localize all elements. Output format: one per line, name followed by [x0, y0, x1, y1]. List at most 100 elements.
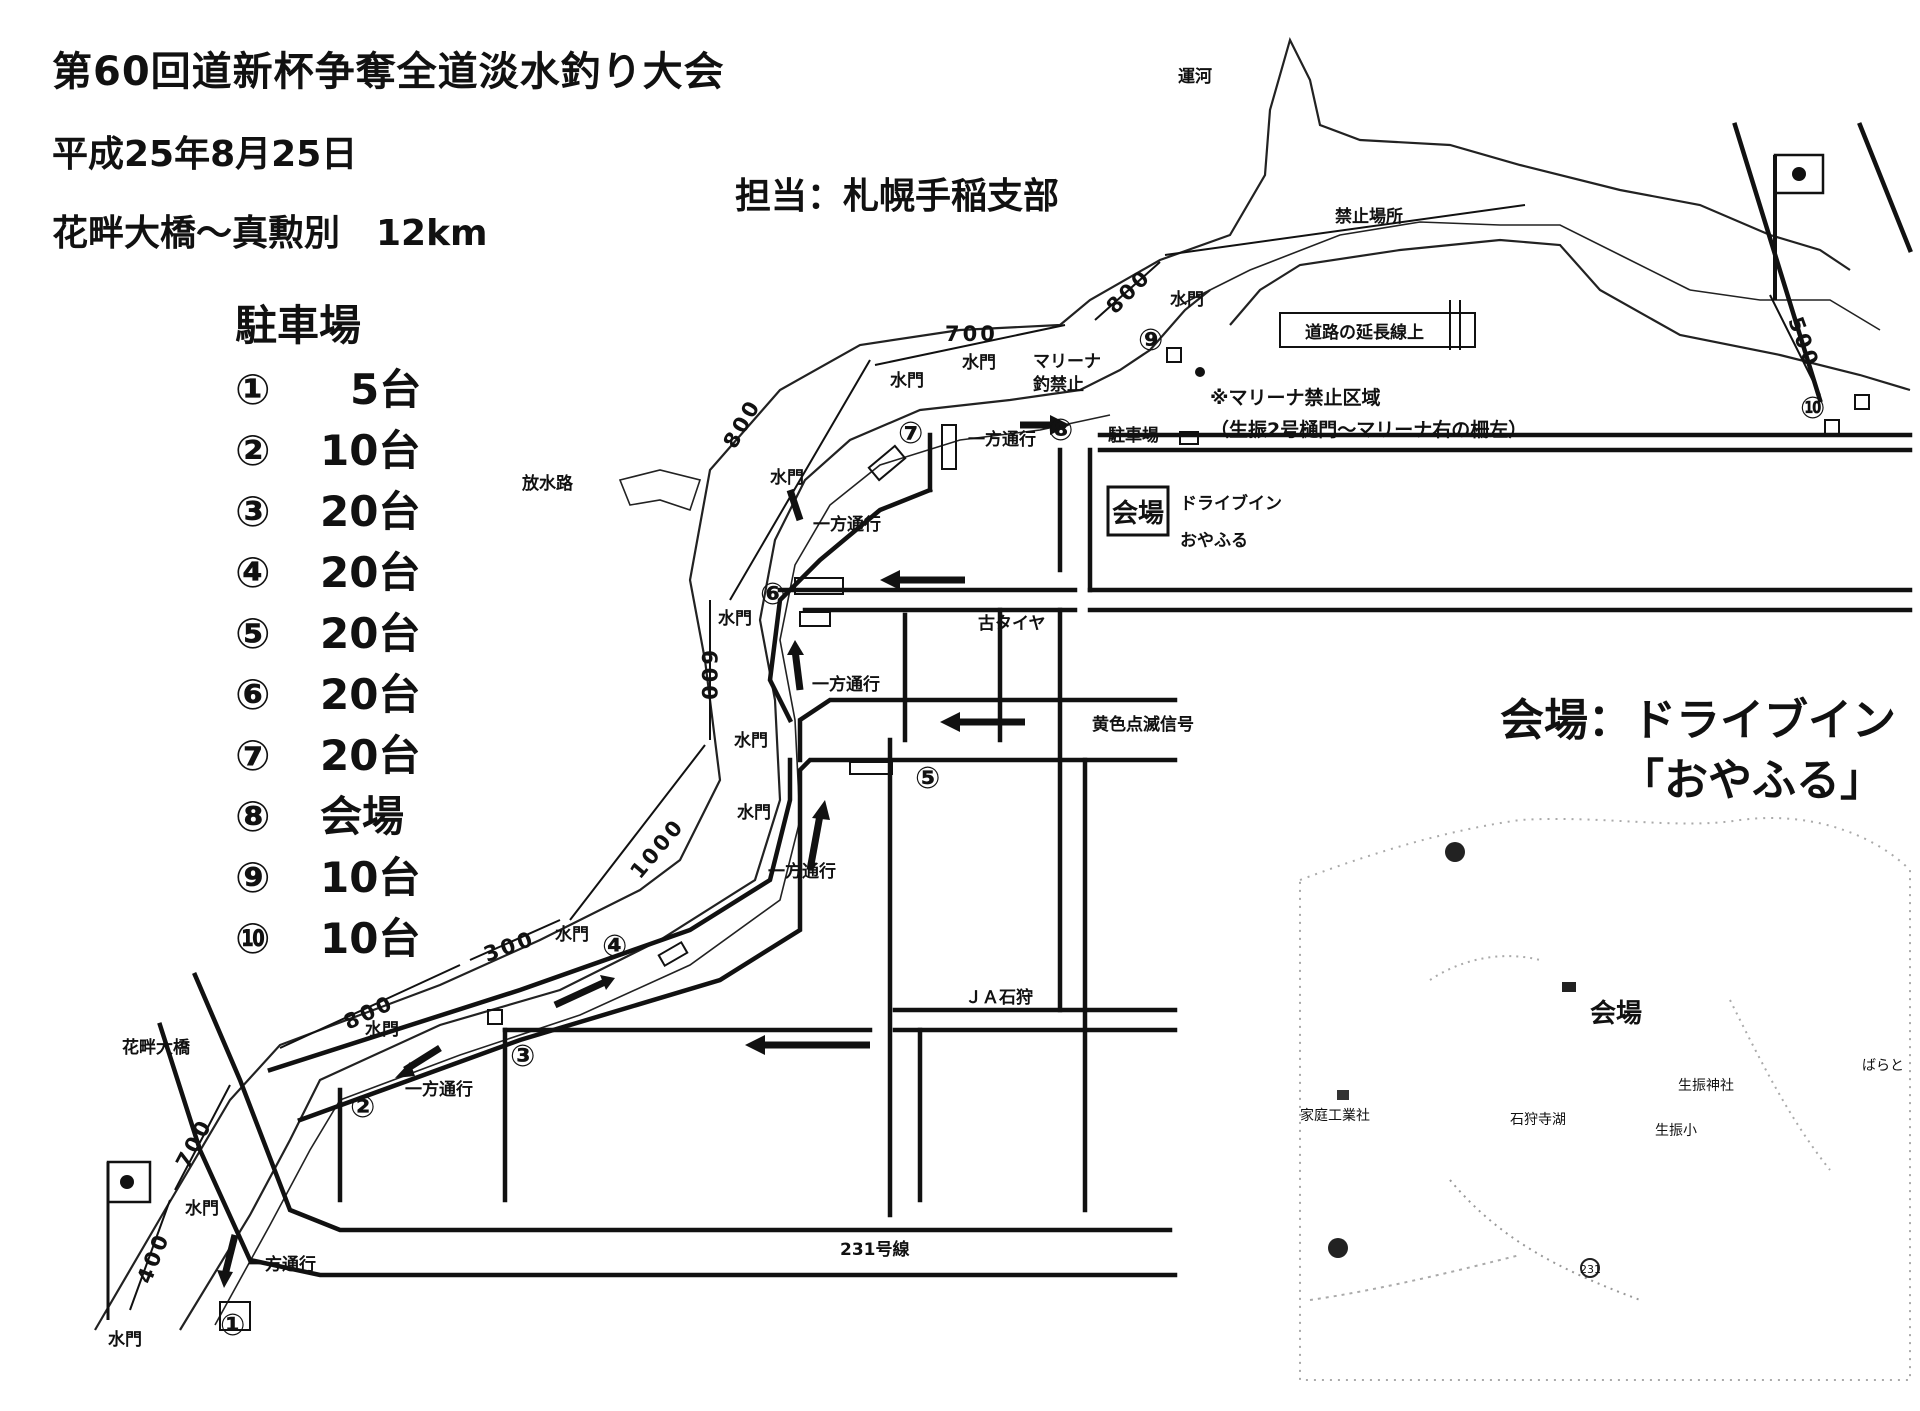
parking-row-7: ⑦ 20台: [235, 731, 420, 780]
inset-terrain: [1299, 817, 1911, 1381]
river-inner-bank: [179, 289, 1211, 1331]
label-sluice-6: 水門: [718, 608, 752, 629]
label-one-way-5: 一方通行: [768, 861, 836, 882]
dist-1000: 1000: [625, 814, 689, 883]
one-way-arrow-4a: [806, 814, 824, 871]
parking-row-1: ① 5台: [235, 365, 421, 414]
inset-route-shield: [1445, 842, 1465, 862]
label-used-tires: 古タイヤ: [978, 613, 1046, 634]
inset-subtitle: 「おやふる」: [1620, 755, 1884, 806]
river-channel-right: [1689, 289, 1881, 331]
parking-row-5: ⑤ 20台: [235, 609, 420, 658]
parking-row-10: ⑩ 10台: [235, 914, 420, 963]
svg-text:③: ③: [235, 487, 271, 536]
svg-text:⑨: ⑨: [235, 853, 271, 902]
map-title: 第60回道新杯争奪全道淡水釣り大会: [52, 49, 725, 95]
organizer: 担当：札幌手稲支部: [735, 176, 1059, 217]
inset-place-2: 家庭工業社: [1300, 1107, 1370, 1124]
dist-500: 500: [1783, 314, 1824, 372]
one-way-arrow-1: [221, 1234, 239, 1276]
spot-4: ④: [602, 929, 627, 964]
label-oyafuru: おやふる: [1180, 531, 1248, 551]
label-one-way-1: 一方通行: [248, 1254, 316, 1275]
svg-text:10台: 10台: [320, 914, 420, 963]
spot-8: ⑧: [1048, 413, 1073, 448]
svg-text:20台: 20台: [320, 609, 420, 658]
label-sluice-mid: 水門: [737, 802, 771, 823]
parking-row-3: ③ 20台: [235, 487, 420, 536]
spot-3: ③: [510, 1039, 535, 1074]
event-date: 平成25年8月25日: [52, 134, 357, 175]
label-marina-note-detail: （生振2号樋門～マリーナ右の柵左）: [1210, 418, 1527, 441]
parking-row-4: ④ 20台: [235, 548, 420, 597]
label-sluice-9: 水門: [1170, 289, 1204, 310]
drainage-spur: [618, 469, 702, 512]
label-sluice-top: 水門: [962, 352, 996, 373]
label-sluice-2: 水門: [365, 1019, 399, 1040]
inset-route-number: 231: [1580, 1263, 1601, 1276]
river-channel-top: [1179, 221, 1691, 306]
parking-row-9: ⑨ 10台: [235, 853, 420, 902]
svg-text:⑧: ⑧: [235, 792, 271, 841]
svg-text:10台: 10台: [320, 426, 420, 475]
label-marina: マリーナ: [1033, 352, 1101, 372]
dist-700-top: 700: [945, 322, 998, 346]
dist-400: 400: [132, 1229, 174, 1287]
svg-text:④: ④: [235, 548, 271, 597]
map-structures: 会場: [106, 153, 1870, 1331]
road-network: [157, 122, 1913, 1278]
svg-text:10台: 10台: [320, 853, 420, 902]
inset-venue-marker: [1562, 982, 1576, 992]
label-drainage: 放水路: [521, 473, 574, 494]
svg-text:①: ①: [235, 365, 271, 414]
label-parking-lot: 駐車場: [1108, 425, 1159, 446]
label-one-way-8: 一方通行: [968, 429, 1036, 450]
dist-800-left: 800: [719, 395, 766, 453]
road-extension-box: [1279, 312, 1476, 348]
river-outer-bank: [94, 36, 1851, 1331]
course-description: 花畔大橋～真勲別 12km: [52, 213, 488, 254]
svg-text:⑩: ⑩: [235, 914, 271, 963]
spot-6: ⑥: [760, 577, 785, 612]
inset-place-4: 生振神社: [1678, 1078, 1734, 1094]
label-route-231: 231号線: [840, 1239, 910, 1260]
dist-300: 300: [481, 926, 539, 967]
parking-row-8: ⑧ 会場: [235, 792, 404, 841]
venue-building-label: 会場: [1112, 499, 1164, 529]
label-sluice-1: 水門: [185, 1198, 219, 1219]
one-way-arrows: [217, 415, 1070, 1288]
inset-place-1: ばらと: [1862, 1058, 1904, 1074]
label-forbidden-area: 禁止場所: [1335, 206, 1403, 227]
label-bridge: 花畔大橋: [122, 1037, 191, 1058]
label-flashing-signal: 黄色点滅信号: [1092, 714, 1194, 735]
svg-text:会場: 会場: [320, 792, 404, 841]
svg-text:20台: 20台: [320, 548, 420, 597]
svg-text:20台: 20台: [320, 731, 420, 780]
parking-heading: 駐車場: [235, 301, 361, 350]
svg-text:5台: 5台: [350, 365, 421, 414]
label-sluice-4: 水門: [555, 924, 589, 945]
spot-2: ②: [350, 1090, 375, 1125]
label-one-way-2: 一方通行: [405, 1079, 473, 1100]
inset-title: 会場：ドライブイン: [1500, 695, 1896, 746]
route-231-south: [157, 1022, 1178, 1278]
spot-9: ⑨: [1138, 323, 1163, 358]
svg-text:⑤: ⑤: [235, 609, 271, 658]
svg-text:⑦: ⑦: [235, 731, 271, 780]
label-marina-note: ※マリーナ禁止区域: [1210, 386, 1380, 409]
svg-text:20台: 20台: [320, 487, 420, 536]
label-road-extension: 道路の延長線上: [1305, 322, 1424, 343]
label-fishing-ban: 釣禁止: [1033, 374, 1084, 395]
label-sluice-7: 水門: [890, 370, 924, 391]
label-sluice-5: 水門: [734, 730, 768, 751]
svg-text:⑥: ⑥: [235, 670, 271, 719]
label-canal: 運河: [1178, 67, 1212, 87]
riverside-road-outer: [267, 757, 793, 1073]
spot-5: ⑤: [915, 761, 940, 796]
venue-building: [1106, 485, 1170, 537]
label-sluice-drain: 水門: [770, 467, 804, 488]
inset-place-3: 石狩寺湖: [1510, 1112, 1566, 1128]
spot-1: ①: [220, 1308, 245, 1343]
